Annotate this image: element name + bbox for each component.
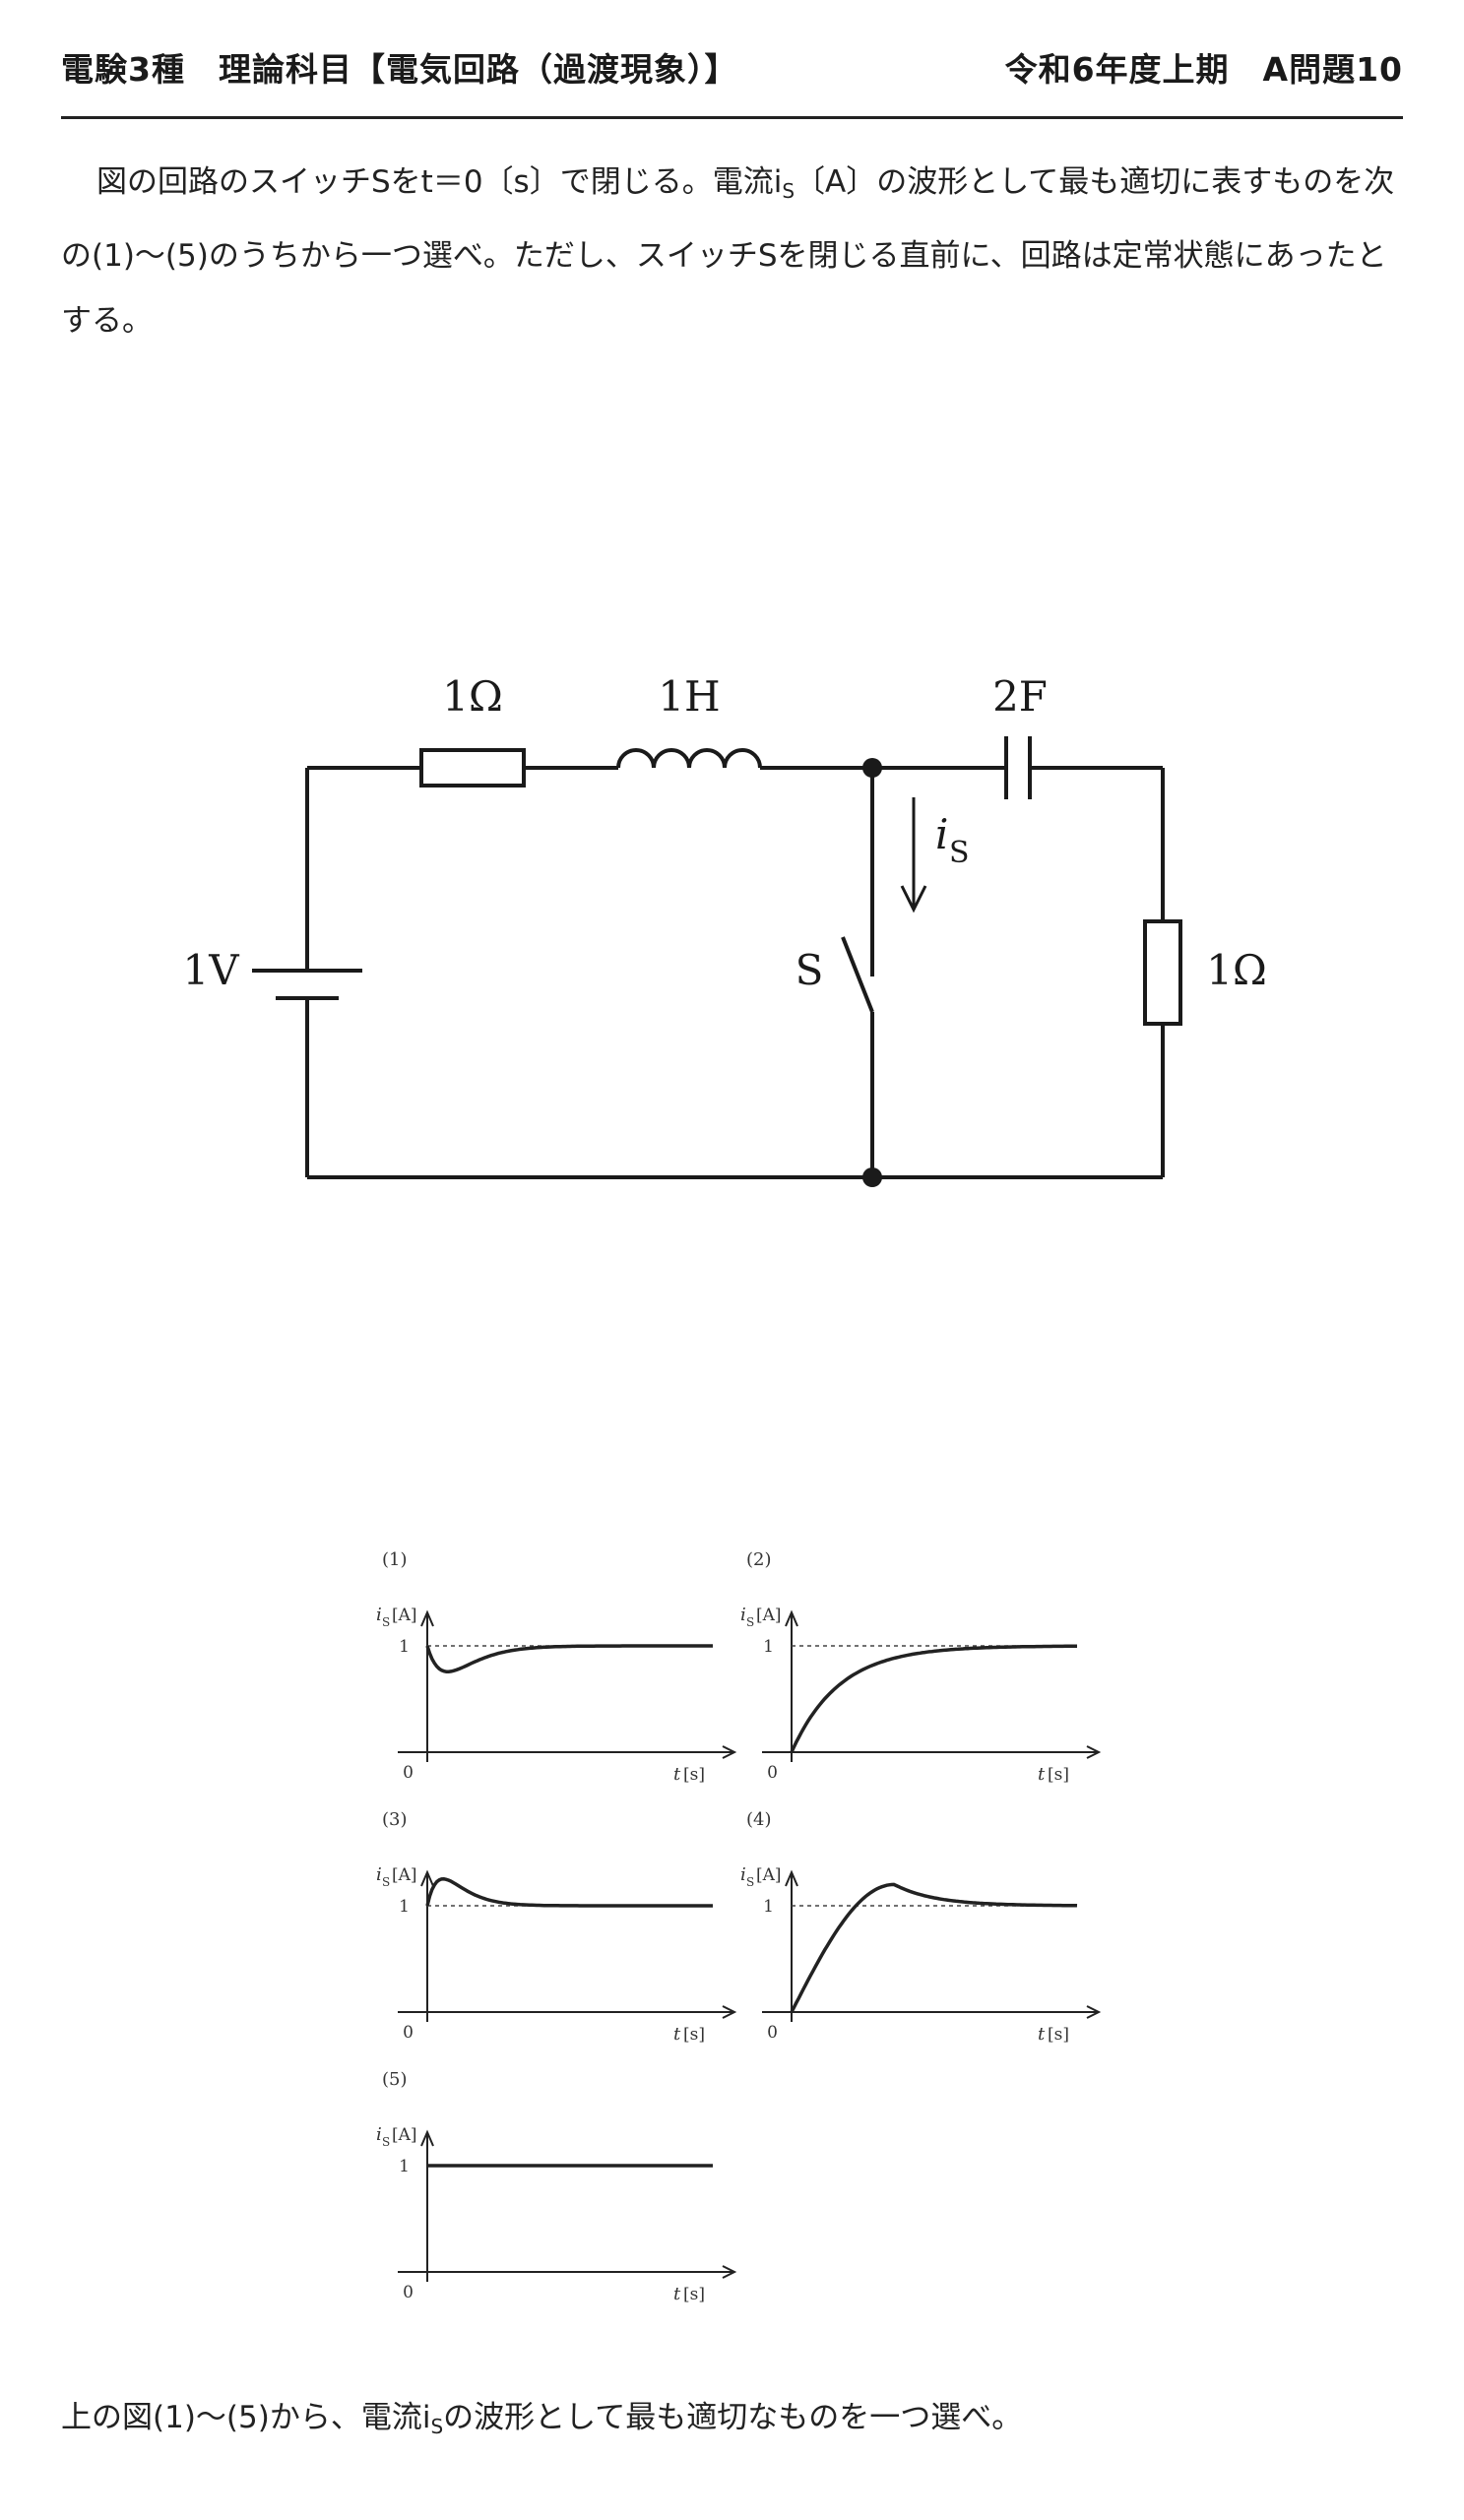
x-axis-label: t: [673, 2284, 681, 2304]
origin-label: 0: [403, 2023, 414, 2043]
response-curve: [790, 1882, 1078, 2013]
current-label: i: [935, 810, 948, 858]
x-axis-unit: [s]: [1048, 2025, 1069, 2045]
graph-label: (4): [746, 1809, 772, 1830]
graph-label: (1): [382, 1549, 408, 1570]
y-axis-unit: [A]: [756, 1606, 782, 1625]
graph-label: (2): [746, 1549, 772, 1570]
l-label: 1H: [658, 672, 720, 721]
instruction-sub: S: [430, 2415, 444, 2438]
origin-label: 0: [403, 1763, 414, 1783]
y-axis-arrow: [420, 1609, 434, 1627]
graph-label: (5): [382, 2069, 408, 2090]
y-axis-label-sub: S: [382, 2135, 390, 2149]
current-label-sub: S: [949, 836, 970, 870]
switch-label: S: [796, 946, 824, 994]
x-axis-unit: [s]: [683, 2285, 705, 2304]
inductor: [616, 748, 762, 769]
x-axis-label: t: [1038, 1764, 1046, 1785]
question-text: 図の回路のスイッチSをt＝0〔s〕で閉じる。電流iS〔A〕の波形として最も適切に…: [61, 150, 1403, 353]
subject-title: 電験3種 理論科目【電気回路（過渡現象）】: [61, 50, 738, 89]
y-axis-unit: [A]: [392, 1865, 417, 1885]
y-axis-arrow: [420, 2129, 434, 2147]
response-curve: [425, 1877, 713, 1908]
r1-label: 1Ω: [442, 672, 503, 721]
y-axis-label-sub: S: [382, 1875, 390, 1889]
question-text-part1: 図の回路のスイッチSをt＝0〔s〕で閉じる。電流i: [96, 164, 783, 200]
page-header: 電験3種 理論科目【電気回路（過渡現象）】 令和6年度上期 A問題10: [61, 43, 1403, 119]
c-label: 2F: [992, 672, 1048, 721]
v-label: 1V: [182, 946, 239, 994]
y-axis-unit: [A]: [392, 1606, 417, 1625]
graph-label: (3): [382, 1809, 408, 1830]
junction-bottom: [862, 1167, 882, 1187]
y-tick-one: 1: [399, 1897, 410, 1917]
r2-label: 1Ω: [1206, 946, 1267, 994]
response-curve: [425, 1644, 713, 1673]
x-axis-unit: [s]: [683, 2025, 705, 2045]
x-axis-arrow: [722, 2265, 737, 2279]
y-axis-arrow: [420, 1869, 434, 1887]
instruction-part2: の波形として最も適切なものを一つ選べ。: [443, 2400, 1023, 2435]
x-axis-arrow: [722, 1745, 737, 1759]
y-axis-label: i: [376, 1864, 382, 1885]
question-text-sub: S: [782, 179, 796, 203]
y-axis-label-sub: S: [746, 1875, 754, 1889]
current-arrowhead: [900, 885, 927, 914]
instruction-text: 上の図(1)〜(5)から、電流iSの波形として最も適切なものを一つ選べ。: [61, 2392, 1022, 2438]
response-curve: [790, 1644, 1077, 1753]
x-axis-arrow: [722, 2005, 737, 2019]
circuit-diagram: 1Ω 1H 2F 1V S 1Ω i S: [182, 672, 1267, 1187]
y-tick-one: 1: [763, 1637, 774, 1657]
y-axis-label: i: [740, 1864, 746, 1885]
question-number: 令和6年度上期 A問題10: [1004, 50, 1403, 89]
y-axis-unit: [A]: [392, 2125, 417, 2145]
x-axis-unit: [s]: [1048, 1765, 1069, 1785]
junction-top: [862, 758, 882, 778]
resistor-1: [419, 748, 526, 788]
question-text-part2: 〔A〕の波形として最も適切に表すものを次の(1)〜(5)のうちから一つ選べ。ただ…: [61, 164, 1395, 339]
y-axis-label-sub: S: [746, 1615, 754, 1629]
x-axis-arrow: [1086, 1745, 1102, 1759]
y-tick-one: 1: [399, 2157, 410, 2176]
instruction-part1: 上の図(1)〜(5)から、電流i: [61, 2400, 431, 2435]
y-axis-label: i: [376, 1605, 382, 1625]
origin-label: 0: [767, 1763, 778, 1783]
switch-blade: [841, 936, 874, 1013]
x-axis-unit: [s]: [683, 1765, 705, 1785]
y-tick-one: 1: [763, 1897, 774, 1917]
y-axis-arrow: [785, 1869, 798, 1887]
x-axis-label: t: [673, 2024, 681, 2045]
y-axis-label: i: [376, 2124, 382, 2145]
y-axis-unit: [A]: [756, 1865, 782, 1885]
resistor-2: [1143, 919, 1182, 1026]
x-axis-label: t: [673, 1764, 681, 1785]
y-tick-one: 1: [399, 1637, 410, 1657]
y-axis-label-sub: S: [382, 1615, 390, 1629]
x-axis-label: t: [1038, 2024, 1046, 2045]
y-axis-label: i: [740, 1605, 746, 1625]
y-axis-arrow: [785, 1609, 798, 1627]
origin-label: 0: [403, 2283, 414, 2302]
origin-label: 0: [767, 2023, 778, 2043]
x-axis-arrow: [1086, 2005, 1102, 2019]
